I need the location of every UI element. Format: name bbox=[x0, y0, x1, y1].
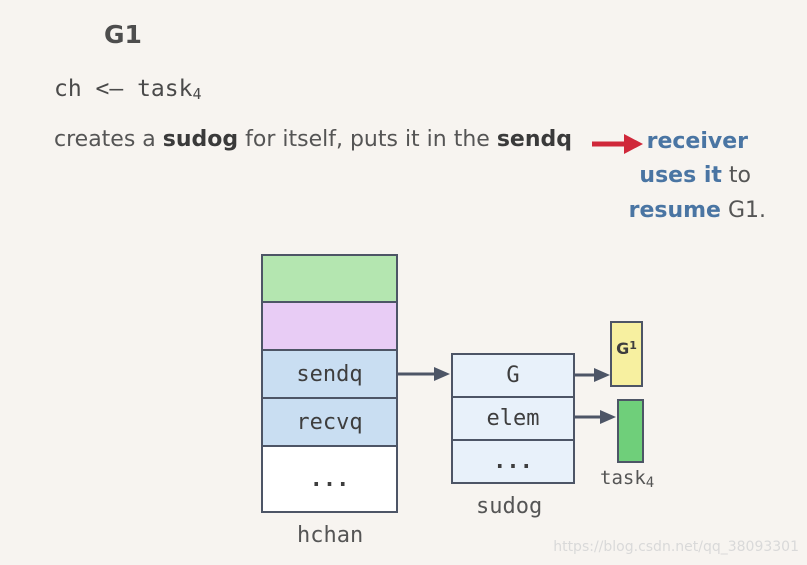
sudog-elem-label: elem bbox=[486, 406, 540, 431]
red-arrow-icon bbox=[592, 134, 643, 154]
arrow-icon bbox=[398, 367, 450, 381]
note-line-3: resume G1. bbox=[629, 198, 766, 223]
sudog-g-label: G bbox=[506, 363, 520, 388]
note-g1: G1. bbox=[720, 198, 766, 223]
arrow-icon bbox=[575, 410, 616, 424]
note-uses-it: uses it bbox=[639, 163, 722, 188]
note-line-2: uses it to bbox=[639, 163, 751, 188]
note-resume: resume bbox=[628, 198, 721, 223]
watermark: https://blog.csdn.net/qq_38093301 bbox=[553, 539, 799, 555]
hchan-ellipsis: ... bbox=[309, 466, 350, 492]
hchan-buffer-slot-2 bbox=[261, 301, 398, 351]
g1-box-subscript: 1 bbox=[629, 339, 637, 352]
sudog-more: ... bbox=[451, 439, 575, 484]
hchan-sendq: sendq bbox=[261, 349, 398, 399]
sudog-ellipsis: ... bbox=[493, 449, 533, 474]
task4-box bbox=[617, 399, 644, 463]
hchan-buffer-slot-1 bbox=[261, 254, 398, 303]
code-line: ch <– task4 bbox=[54, 76, 202, 103]
hchan-label: hchan bbox=[297, 523, 364, 548]
task-label: task4 bbox=[600, 467, 654, 491]
task-label-subscript: 4 bbox=[645, 475, 655, 491]
note-line-1: receiver bbox=[647, 129, 748, 154]
code-text: ch <– task bbox=[54, 76, 193, 102]
sentence-bold-sendq: sendq bbox=[496, 127, 573, 152]
hchan-sendq-label: sendq bbox=[296, 361, 363, 387]
note-to: to bbox=[721, 163, 751, 188]
sentence-part-1: creates a bbox=[54, 127, 163, 152]
sentence-part-2: for itself, puts it in the bbox=[238, 127, 497, 152]
sudog-label: sudog bbox=[476, 494, 543, 519]
code-subscript: 4 bbox=[192, 85, 202, 103]
sudog-g: G bbox=[451, 353, 575, 398]
hchan-more: ... bbox=[261, 445, 398, 513]
diagram-title: G1 bbox=[104, 20, 142, 49]
g1-box-text: G bbox=[616, 339, 630, 358]
arrow-icon bbox=[575, 368, 610, 382]
note-receiver: receiver bbox=[646, 129, 748, 154]
description-sentence: creates a sudog for itself, puts it in t… bbox=[54, 127, 572, 152]
hchan-recvq: recvq bbox=[261, 397, 398, 447]
hchan-recvq-label: recvq bbox=[296, 409, 363, 435]
task-label-text: task bbox=[600, 467, 646, 489]
sudog-elem: elem bbox=[451, 396, 575, 441]
sentence-bold-sudog: sudog bbox=[162, 127, 239, 152]
